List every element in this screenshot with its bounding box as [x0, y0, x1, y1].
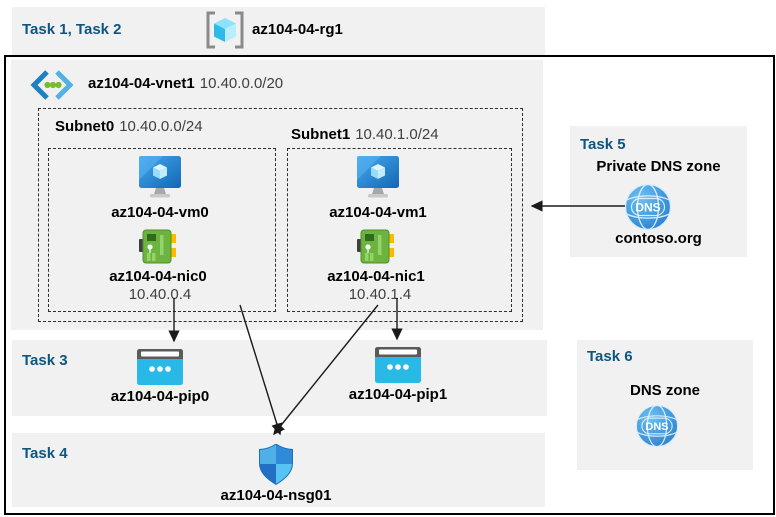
vnet-cidr: 10.40.0.0/20 — [199, 75, 284, 92]
subnet0-box — [48, 148, 276, 312]
task6-panel: Task 6 DNS zone DNS — [577, 340, 753, 470]
vm1-name: az104-04-vm1 — [329, 204, 427, 221]
nic0-ip: 10.40.0.4 — [128, 286, 192, 303]
task-1-2-label: Task 1, Task 2 — [22, 21, 122, 38]
subnet0-cidr: 10.40.0.0/24 — [119, 118, 203, 135]
svg-text:DNS: DNS — [635, 201, 660, 215]
pip0-icon — [137, 349, 183, 385]
task5-panel: Task 5 Private DNS zone DNS — [570, 126, 747, 257]
resource-group-icon — [204, 10, 246, 50]
nic1-ip: 10.40.1.4 — [348, 286, 412, 303]
nsg-name: az104-04-nsg01 — [220, 487, 332, 504]
vm0-name: az104-04-vm0 — [111, 204, 209, 221]
nic0-icon — [139, 228, 177, 266]
subnet1-cidr: 10.40.1.0/24 — [355, 126, 439, 143]
vnet-name: az104-04-vnet1 — [88, 75, 195, 92]
dns-zone-title: DNS zone — [629, 382, 700, 399]
private-dns-zone-title: Private DNS zone — [596, 158, 721, 175]
subnet1-box — [287, 148, 512, 312]
private-dns-zone-name: contoso.org — [615, 230, 702, 247]
nsg-shield-icon — [258, 444, 294, 486]
subnet0-name: Subnet0 — [55, 118, 115, 135]
nic1-icon — [357, 228, 395, 266]
private-dns-icon: DNS — [624, 183, 672, 231]
pip0-name: az104-04-pip0 — [110, 388, 210, 405]
subnet1-name: Subnet1 — [291, 126, 351, 143]
dns-zone-icon: DNS — [635, 404, 679, 448]
pip1-icon — [375, 347, 421, 383]
task-5-label: Task 5 — [580, 136, 626, 153]
task-6-label: Task 6 — [587, 348, 633, 365]
pip1-name: az104-04-pip1 — [348, 386, 448, 403]
virtual-network-icon — [28, 70, 76, 100]
task-4-label: Task 4 — [22, 445, 68, 462]
vm1-icon — [355, 156, 401, 202]
diagram-frame — [4, 55, 775, 515]
nic1-name: az104-04-nic1 — [327, 268, 425, 285]
nic0-name: az104-04-nic0 — [109, 268, 207, 285]
header-band: Task 1, Task 2 az104-04-rg1 — [12, 7, 545, 55]
svg-text:DNS: DNS — [645, 421, 668, 433]
task-3-label: Task 3 — [22, 352, 68, 369]
vm0-icon — [137, 156, 183, 202]
resource-group-name: az104-04-rg1 — [252, 21, 343, 38]
